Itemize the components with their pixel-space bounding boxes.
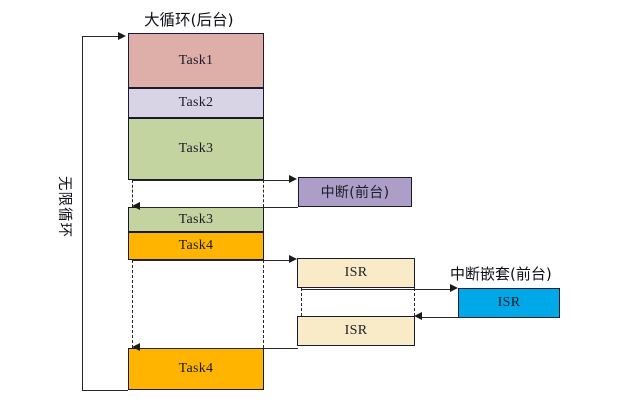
- loop-bracket-arrowhead: [118, 31, 126, 40]
- isr-nested-label: ISR: [497, 295, 521, 310]
- isr-second-label: ISR: [344, 323, 368, 338]
- task3-label: Task3: [178, 141, 214, 156]
- preempt-gap2-left-dashed: [132, 260, 133, 348]
- isr-first-label: ISR: [344, 265, 368, 280]
- nested-isr-return-line: [418, 316, 560, 318]
- task3-block: Task3: [128, 118, 264, 180]
- background-loop-title: 大循环(后台): [144, 11, 234, 29]
- isr-gap-right-dashed: [414, 288, 415, 316]
- task3-resume-block: Task3: [128, 207, 264, 232]
- interrupt-return-line: [136, 206, 298, 208]
- infinite-loop-label: 无限循环: [56, 176, 72, 238]
- loop-bracket-vertical: [82, 36, 84, 391]
- preempt-gap1-left-dashed: [132, 180, 133, 207]
- preempt-gap2-right-dashed: [263, 260, 264, 348]
- interrupt-enter-line: [132, 179, 292, 181]
- task1-label: Task1: [178, 52, 214, 68]
- task2-label: Task2: [178, 95, 214, 110]
- interrupt-enter-arrowhead: [289, 175, 297, 184]
- nested-isr-return-arrowhead: [414, 312, 422, 321]
- loop-bracket-top: [82, 36, 120, 38]
- isr-return-line: [136, 347, 298, 349]
- task4-resume-block: Task4: [128, 348, 264, 390]
- isr-enter-line: [132, 259, 292, 261]
- task1-block: Task1: [128, 33, 264, 88]
- task4-block: Task4: [128, 232, 264, 260]
- isr-block-second: ISR: [297, 316, 415, 346]
- nested-interrupt-title: 中断嵌套(前台): [450, 265, 552, 283]
- isr-enter-arrowhead: [289, 255, 297, 264]
- footer-note: [0, 399, 641, 405]
- task4-label: Task4: [178, 238, 214, 253]
- isr-block-first: ISR: [297, 258, 415, 288]
- preempt-gap1-right-dashed: [263, 180, 264, 207]
- task4-resume-label: Task4: [178, 361, 214, 376]
- interrupt-return-arrowhead: [132, 202, 140, 211]
- nested-isr-enter-arrowhead: [450, 284, 458, 293]
- isr-nested-block: ISR: [458, 288, 560, 318]
- isr-gap-left-dashed: [301, 288, 302, 316]
- loop-bracket-bottom: [82, 389, 128, 391]
- task2-block: Task2: [128, 88, 264, 118]
- interrupt-label: 中断(前台): [320, 185, 390, 201]
- nested-isr-enter-line: [301, 288, 453, 290]
- interrupt-block: 中断(前台): [298, 177, 412, 207]
- isr-return-arrowhead: [132, 343, 140, 352]
- task3-resume-label: Task3: [178, 211, 214, 227]
